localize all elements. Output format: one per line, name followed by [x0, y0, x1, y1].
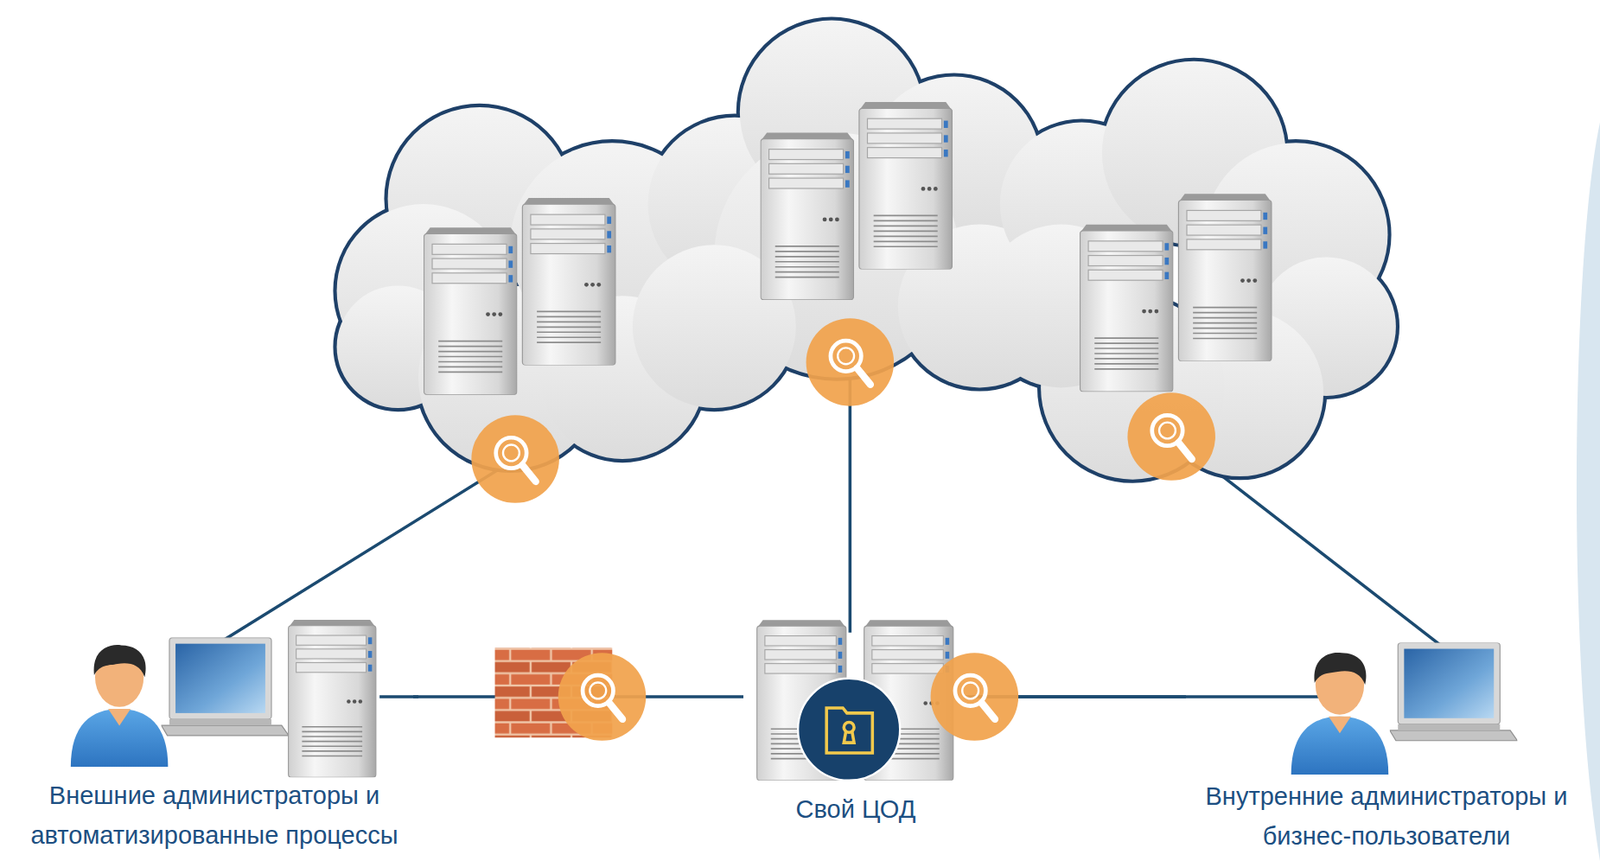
server: [1178, 193, 1271, 361]
link-stub: [964, 694, 1327, 699]
node-label: Свой ЦОД: [743, 789, 969, 829]
monitor-icon: [471, 414, 560, 503]
side-panel: [1576, 122, 1600, 861]
server: [760, 133, 854, 300]
cloud-outline: [337, 20, 1397, 480]
node-label: Внешние администраторы и автоматизирован…: [15, 775, 414, 855]
monitor-icon: [1127, 392, 1216, 480]
laptop: [1389, 642, 1518, 740]
monitor-icon: [806, 318, 895, 406]
server: [288, 619, 377, 778]
network-node: Внешние администраторы и автоматизирован…: [15, 605, 414, 855]
monitor-icon: [930, 652, 1020, 740]
link-stub: [379, 694, 419, 699]
person: [1291, 652, 1390, 775]
network-node: Свой ЦОД: [743, 605, 969, 829]
server: [1080, 224, 1173, 392]
person: [70, 644, 169, 767]
monitor-icon: [558, 652, 647, 740]
cloud-link: [219, 458, 516, 643]
node-label: Внутренние администраторы и бизнес-польз…: [1185, 776, 1588, 856]
server: [423, 227, 517, 395]
server: [859, 101, 952, 269]
server: [522, 197, 615, 365]
network-node: Внутренние администраторы и бизнес-польз…: [1185, 603, 1588, 856]
secure-storage-badge: [797, 678, 900, 781]
cloud: [337, 20, 1397, 480]
laptop: [161, 637, 290, 736]
